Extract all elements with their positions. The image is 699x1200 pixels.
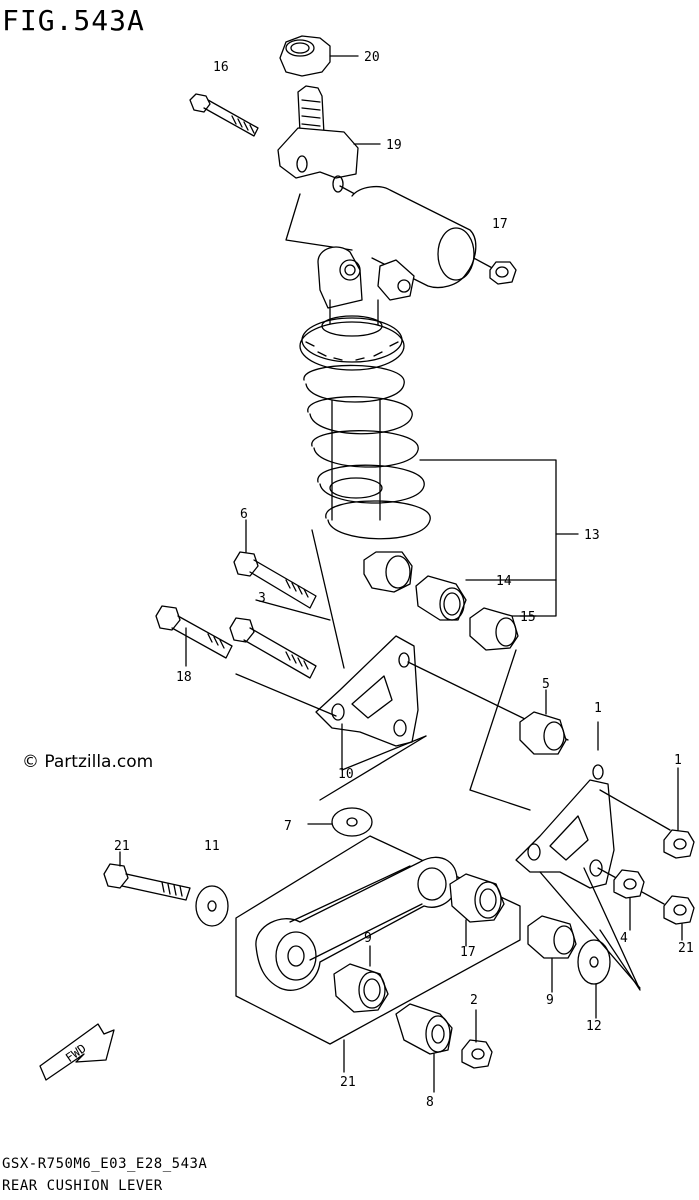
figure-title: FIG.543A: [2, 4, 145, 37]
spacer-part[interactable]: [469, 607, 519, 651]
washer-21c-part[interactable]: [577, 939, 611, 985]
left-plate-part[interactable]: [315, 635, 419, 747]
right-plate-part[interactable]: [515, 764, 615, 889]
callout-18: 18: [176, 670, 192, 685]
nut-4-part[interactable]: [663, 895, 695, 925]
callout-10: 8: [426, 1095, 434, 1110]
callout-15: 15: [520, 610, 536, 625]
bolt-18-part[interactable]: [155, 605, 233, 659]
callout-1-left: 10: [338, 767, 354, 782]
washer-21b-part[interactable]: [195, 885, 229, 927]
reservoir-part[interactable]: [351, 185, 477, 289]
callout-21-right: 12: [586, 1019, 602, 1034]
bolt-11-part[interactable]: [103, 863, 191, 901]
bearing-9b-part[interactable]: [333, 963, 389, 1013]
callout-11: 21: [114, 839, 130, 854]
callout-5: 5: [542, 677, 550, 692]
spacer-2-part[interactable]: [527, 915, 577, 959]
bolt-3-part[interactable]: [229, 617, 317, 679]
callout-19: 19: [386, 138, 402, 153]
lower-nut-17-part[interactable]: [613, 869, 645, 899]
lever-group-frame: [235, 835, 521, 1045]
callout-13: 13: [584, 528, 600, 543]
callout-9-left: 9: [364, 931, 372, 946]
bearing-9a-part[interactable]: [449, 873, 505, 923]
nut-7-part[interactable]: [663, 829, 695, 859]
callout-7: 1: [674, 753, 682, 768]
shock-absorber-part[interactable]: [299, 246, 431, 593]
callout-1-right: 1: [594, 701, 602, 716]
callout-3: 3: [258, 591, 266, 606]
callout-8: 21: [340, 1075, 356, 1090]
callout-20: 20: [364, 50, 380, 65]
figure-code: GSX-R750M6_E03_E28_543A: [2, 1156, 208, 1172]
washer-21a-part[interactable]: [331, 807, 373, 837]
callout-labels: 20 16 19 17 13 14 15 6 3 18 5 1 1 7 21 1…: [114, 50, 694, 1110]
nut-12-part[interactable]: [461, 1039, 493, 1069]
upper-clevis-part[interactable]: [277, 85, 359, 193]
spacer-5-part[interactable]: [519, 711, 567, 755]
cap-nut-part[interactable]: [279, 35, 331, 77]
upper-nut-part[interactable]: [489, 261, 517, 285]
callout-9-right: 17: [460, 945, 476, 960]
figure-name: REAR CUSHION LEVER: [2, 1178, 163, 1194]
callout-17-lower: 4: [620, 931, 628, 946]
callout-21-upper: 7: [284, 819, 292, 834]
bearing-part[interactable]: [415, 575, 467, 621]
collar-10-part[interactable]: [395, 1003, 453, 1055]
callout-12: 2: [470, 993, 478, 1008]
callout-6: 6: [240, 507, 248, 522]
bolt-6-part[interactable]: [233, 551, 317, 609]
callout-17-upper: 17: [492, 217, 508, 232]
callout-4: 21: [678, 941, 694, 956]
callout-2: 9: [546, 993, 554, 1008]
callout-21-left: 11: [204, 839, 220, 854]
callout-14: 14: [496, 574, 512, 589]
forward-arrow-icon: FWD: [39, 1023, 115, 1081]
upper-mount-bolt[interactable]: [189, 93, 259, 137]
callout-16: 16: [213, 60, 229, 75]
partzilla-watermark: © Partzilla.com: [22, 752, 154, 772]
cushion-lever-part[interactable]: [255, 856, 458, 991]
